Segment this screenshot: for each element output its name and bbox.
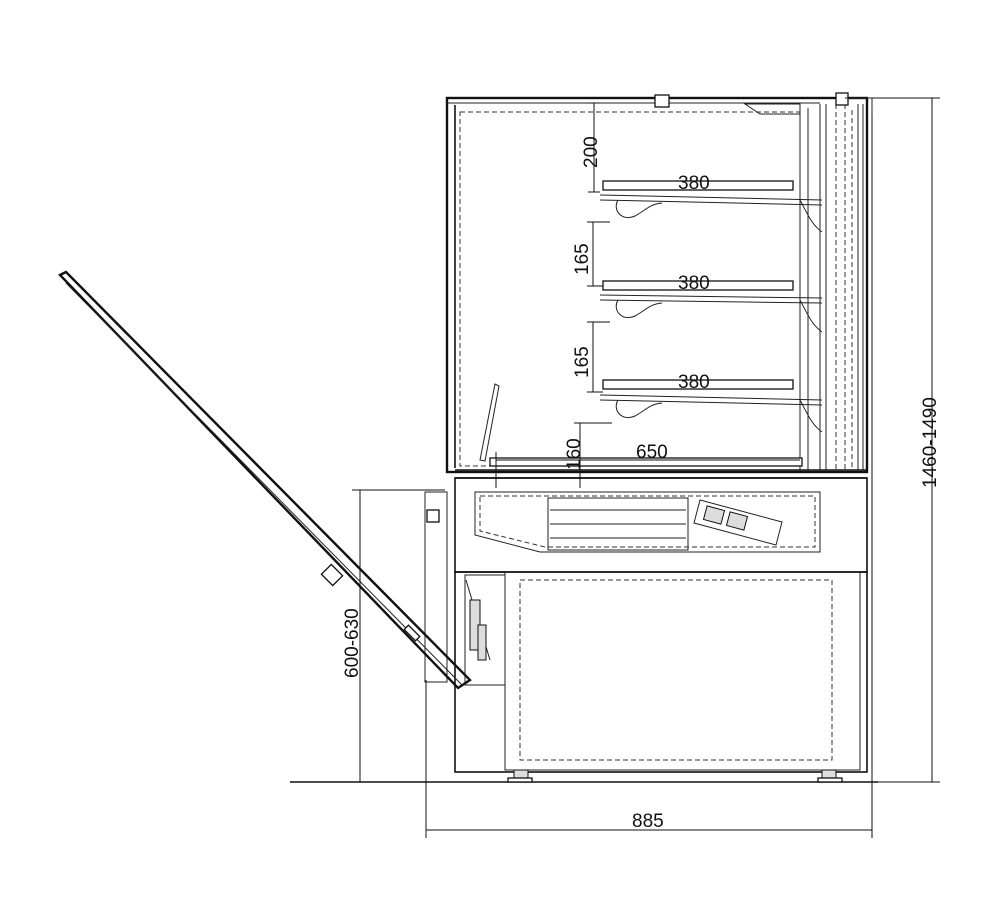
shelf-top	[599, 180, 823, 233]
label-total-depth: 885	[632, 811, 664, 832]
base-cabinet	[454, 571, 868, 783]
display-cabinet	[445, 92, 873, 474]
dimension-base-depth	[495, 452, 800, 488]
label-shelf-depth-top: 380	[678, 173, 710, 194]
refrigeration-unit	[454, 477, 868, 573]
shelf-bottom	[599, 379, 823, 433]
label-top-clearance: 200	[581, 136, 602, 168]
dimension-total-height	[872, 97, 940, 783]
label-total-height: 1460-1490	[920, 397, 941, 488]
dimension-top-clearance	[588, 102, 600, 193]
open-glass-door	[58, 270, 472, 690]
dimension-shelf-spacing-upper	[587, 221, 610, 287]
dimension-total-depth	[425, 116, 873, 838]
label-base-depth: 650	[636, 442, 668, 463]
dimension-shelf-spacing-lower	[587, 321, 610, 393]
label-counter-height: 600-630	[342, 608, 363, 678]
dimension-base-clearance	[574, 422, 612, 488]
label-shelf-spacing-lower: 165	[572, 346, 593, 378]
dimension-counter-height	[352, 489, 445, 783]
door-hinge	[424, 491, 491, 683]
label-shelf-spacing-upper: 165	[572, 243, 593, 275]
label-shelf-depth-middle: 380	[678, 273, 710, 294]
label-shelf-depth-bottom: 380	[678, 372, 710, 393]
front-flap	[479, 383, 500, 462]
shelf-middle	[599, 280, 823, 333]
label-base-clearance: 160	[564, 438, 585, 470]
